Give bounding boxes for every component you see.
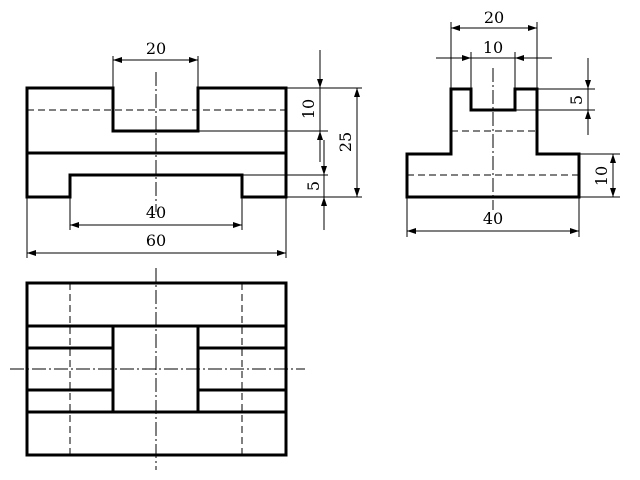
dim-label-top-slot: 20 [146, 39, 166, 58]
dim-label-overall-height: 25 [336, 132, 355, 152]
top-view [10, 268, 305, 470]
dim-label-slot-depth: 10 [299, 99, 318, 119]
dim-label-base-height: 10 [592, 166, 611, 186]
dim-label-bottom-slot: 40 [146, 203, 166, 222]
side-view: 20 10 5 10 40 [405, 8, 620, 237]
dim-label-base-width: 40 [483, 209, 503, 228]
front-view: 20 40 60 10 25 5 [25, 39, 362, 258]
dim-label-bottom-depth: 5 [304, 181, 323, 191]
dim-label-inner-top: 10 [483, 38, 503, 57]
dim-label-overall-width: 60 [146, 231, 166, 250]
dim-label-outer-top: 20 [484, 8, 504, 27]
dim-label-slot-depth: 5 [567, 95, 586, 105]
